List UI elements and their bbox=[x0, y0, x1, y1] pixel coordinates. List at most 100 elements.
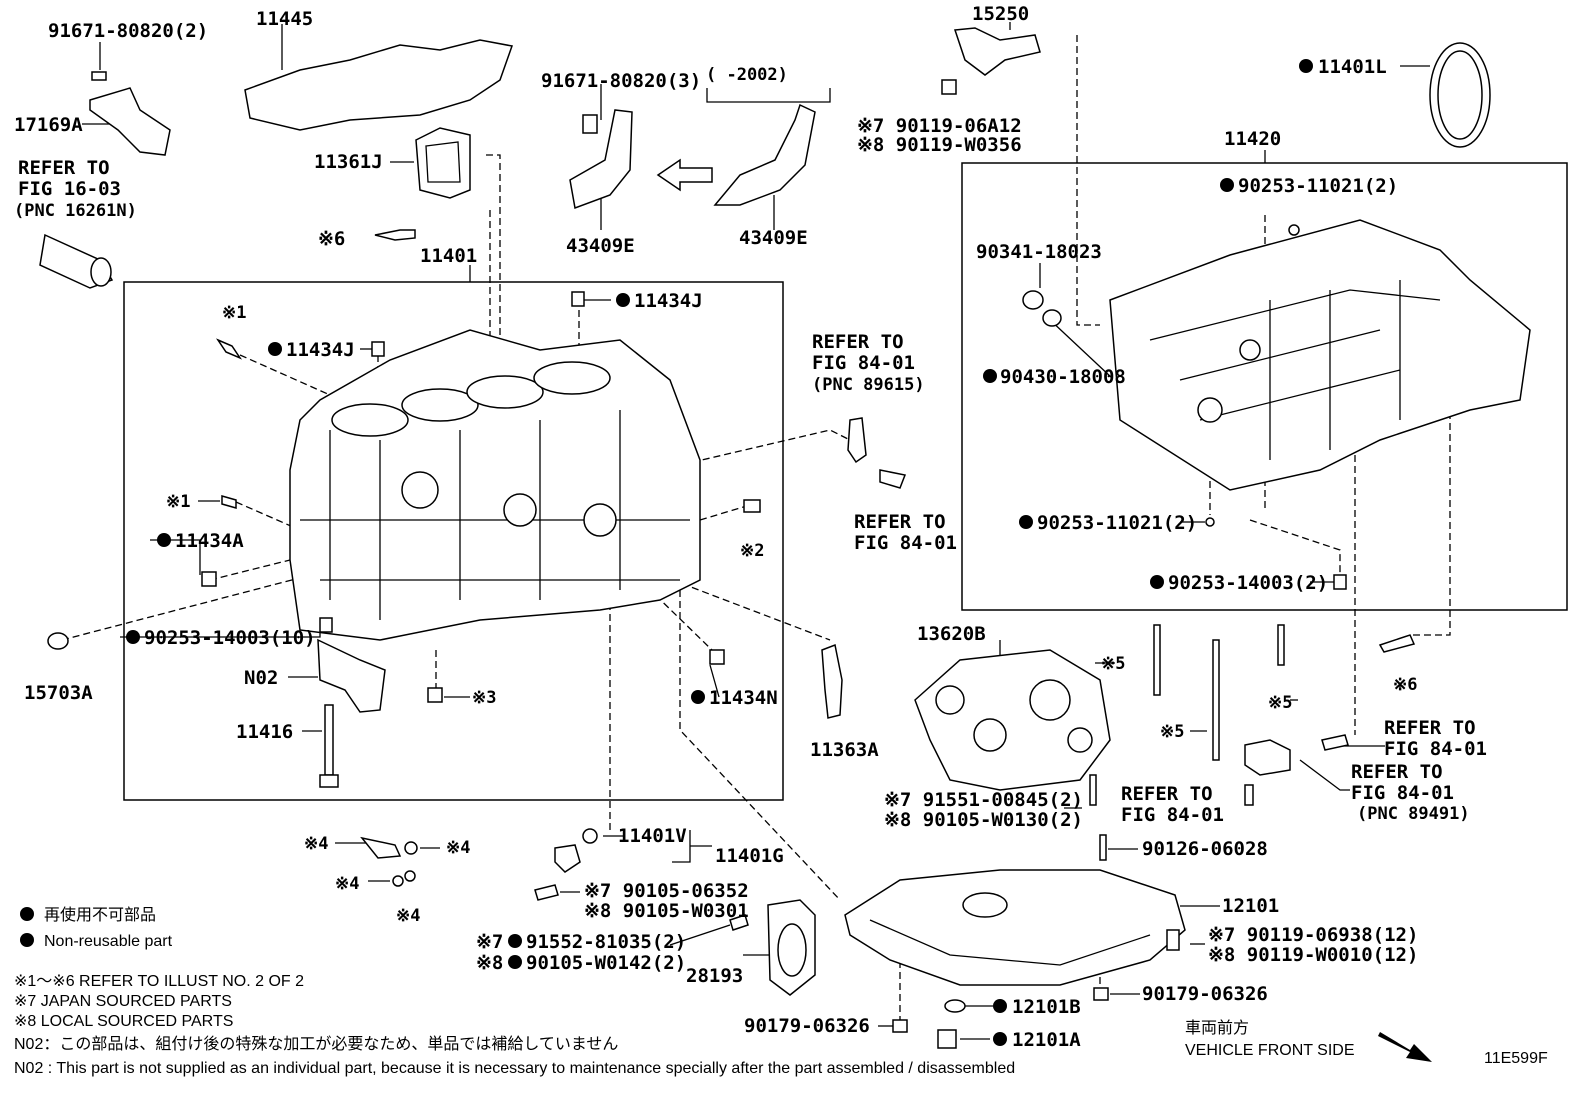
refer-84-01-b-line1: REFER TO bbox=[854, 511, 946, 533]
oil-seal-11401L bbox=[1429, 42, 1491, 148]
label-mark1-a: ※1 bbox=[222, 303, 246, 323]
vehicle-front-en: VEHICLE FRONT SIDE bbox=[1185, 1042, 1355, 1059]
heat-insulator bbox=[244, 39, 513, 131]
label-12101A: 12101A bbox=[1012, 1029, 1081, 1051]
vehicle-front-jp: 車両前方 bbox=[1185, 1019, 1249, 1037]
legend-n02-en: N02 : This part is not supplied as an in… bbox=[14, 1060, 1015, 1077]
label-11401V: 11401V bbox=[618, 825, 687, 847]
oil-pump bbox=[914, 649, 1111, 791]
solid-leaders bbox=[82, 22, 1430, 1040]
cylinder-block bbox=[289, 329, 701, 641]
label-90105-W0130: ※8 90105-W0130(2) bbox=[884, 809, 1083, 831]
refer-84-01-d-line2: FIG 84-01 bbox=[1121, 804, 1224, 826]
label-mark6-right: ※6 bbox=[1393, 675, 1417, 695]
part-labels: 91671-80820(2) 17169A 11445 11361J REFER… bbox=[14, 3, 1487, 1051]
label-15703A: 15703A bbox=[24, 682, 93, 704]
label-11401: 11401 bbox=[420, 245, 477, 267]
refer-16-03-line2: FIG 16-03 bbox=[18, 178, 121, 200]
label-11434A: 11434A bbox=[175, 530, 244, 552]
label-91552-81035: 91552-81035(2) bbox=[526, 931, 686, 953]
refer-16-03-line3: (PNC 16261N) bbox=[14, 201, 137, 221]
bracket-43409E-right bbox=[713, 103, 816, 206]
bracket-43409E-left bbox=[569, 109, 633, 210]
label-11401L: 11401L bbox=[1318, 56, 1387, 78]
label-mark3: ※3 bbox=[472, 688, 496, 708]
label-90253-11021-top: 90253-11021(2) bbox=[1238, 175, 1398, 197]
label-mark5-a: ※5 bbox=[1101, 654, 1125, 674]
arrow-left-icon bbox=[656, 158, 713, 192]
label-range-2002: ( -2002) bbox=[706, 65, 788, 85]
label-11445: 11445 bbox=[256, 8, 313, 30]
legend-nonreusable-en: Non-reusable part bbox=[44, 933, 173, 950]
label-mark7-a: ※7 bbox=[476, 931, 503, 953]
legend-note-7: ※7 JAPAN SOURCED PARTS bbox=[14, 993, 232, 1010]
refer-16-03-line1: REFER TO bbox=[18, 157, 110, 179]
label-90119-W0010: ※8 90119-W0010(12) bbox=[1208, 944, 1418, 966]
label-11434J-left: 11434J bbox=[286, 339, 355, 361]
label-90179-06326-right: 90179-06326 bbox=[1142, 983, 1268, 1005]
label-15250: 15250 bbox=[972, 3, 1029, 25]
refer-84-01-c-line1: REFER TO bbox=[1384, 717, 1476, 739]
label-90253-11021-bottom: 90253-11021(2) bbox=[1037, 512, 1197, 534]
label-11416: 11416 bbox=[236, 721, 293, 743]
label-91671-80820-3: 91671-80820(3) bbox=[541, 70, 701, 92]
label-17169A: 17169A bbox=[14, 114, 83, 136]
label-mark8-a: ※8 bbox=[476, 952, 503, 974]
legend-nonreusable-jp: 再使用不可部品 bbox=[44, 906, 156, 924]
label-11401G: 11401G bbox=[715, 845, 784, 867]
label-mark4-c: ※4 bbox=[335, 874, 359, 894]
label-90253-14003-2: 90253-14003(2) bbox=[1168, 572, 1328, 594]
label-12101: 12101 bbox=[1222, 895, 1279, 917]
label-13620B: 13620B bbox=[917, 623, 986, 645]
label-90179-06326-left: 90179-06326 bbox=[744, 1015, 870, 1037]
legend-n02-jp: N02：この部品は、組付け後の特殊な加工が必要なため、単品では補給していません bbox=[14, 1035, 618, 1053]
label-mark1-b: ※1 bbox=[166, 492, 190, 512]
label-11361J: 11361J bbox=[314, 151, 383, 173]
sensor-15250 bbox=[941, 27, 1041, 95]
label-90105-06352: ※7 90105-06352 bbox=[584, 880, 749, 902]
label-11363A: 11363A bbox=[810, 739, 879, 761]
label-43409E-right: 43409E bbox=[739, 227, 808, 249]
label-11434J-right: 11434J bbox=[634, 290, 703, 312]
gasket-11361J bbox=[415, 127, 471, 199]
oil-pan-lower bbox=[844, 869, 1186, 986]
label-91671-80820-2: 91671-80820(2) bbox=[48, 20, 208, 42]
label-90119-W0356: ※8 90119-W0356 bbox=[857, 134, 1022, 156]
refer-89615-line3: (PNC 89615) bbox=[812, 375, 925, 395]
label-12101B: 12101B bbox=[1012, 996, 1081, 1018]
label-90119-06938: ※7 90119-06938(12) bbox=[1208, 924, 1418, 946]
refer-89615-line1: REFER TO bbox=[812, 331, 904, 353]
label-mark4-d: ※4 bbox=[396, 906, 420, 926]
cylinder-block-frame bbox=[123, 281, 784, 801]
label-mark5-c: ※5 bbox=[1268, 693, 1292, 713]
label-90341-18023: 90341-18023 bbox=[976, 241, 1102, 263]
hose-pipe bbox=[39, 233, 114, 289]
legend-note-8: ※8 LOCAL SOURCED PARTS bbox=[14, 1013, 233, 1030]
bracket-17169A bbox=[89, 71, 171, 156]
label-N02: N02 bbox=[244, 667, 278, 689]
footer: 車両前方 VEHICLE FRONT SIDE 11E599F bbox=[1185, 1019, 1548, 1067]
oil-pan-upper bbox=[1109, 219, 1531, 491]
nonreusable-bullets bbox=[20, 59, 1313, 1046]
refer-89615-line2: FIG 84-01 bbox=[812, 352, 915, 374]
illustration-code: 11E599F bbox=[1484, 1050, 1548, 1067]
refer-89491-line2: FIG 84-01 bbox=[1351, 782, 1454, 804]
label-90430-18008: 90430-18008 bbox=[1000, 366, 1126, 388]
label-90105-W0142: 90105-W0142(2) bbox=[526, 952, 686, 974]
label-mark4-a: ※4 bbox=[304, 834, 328, 854]
label-mark4-b: ※4 bbox=[446, 838, 470, 858]
legend-note-1-6: ※1～※6 REFER TO ILLUST NO. 2 OF 2 bbox=[14, 973, 304, 990]
label-mark2: ※2 bbox=[740, 541, 764, 561]
refer-89491-line3: (PNC 89491) bbox=[1357, 804, 1470, 824]
label-90253-14003-10: 90253-14003(10) bbox=[144, 627, 316, 649]
misc-small-parts bbox=[47, 224, 1416, 1049]
label-mark5-b: ※5 bbox=[1160, 722, 1184, 742]
legend: 再使用不可部品 Non-reusable part ※1～※6 REFER TO… bbox=[14, 906, 1015, 1077]
label-11434N: 11434N bbox=[709, 687, 778, 709]
vehicle-front-arrow-icon bbox=[1378, 1032, 1432, 1062]
label-11420: 11420 bbox=[1224, 128, 1281, 150]
refer-84-01-d-line1: REFER TO bbox=[1121, 783, 1213, 805]
label-91551-00845: ※7 91551-00845(2) bbox=[884, 789, 1083, 811]
label-90126-06028: 90126-06028 bbox=[1142, 838, 1268, 860]
